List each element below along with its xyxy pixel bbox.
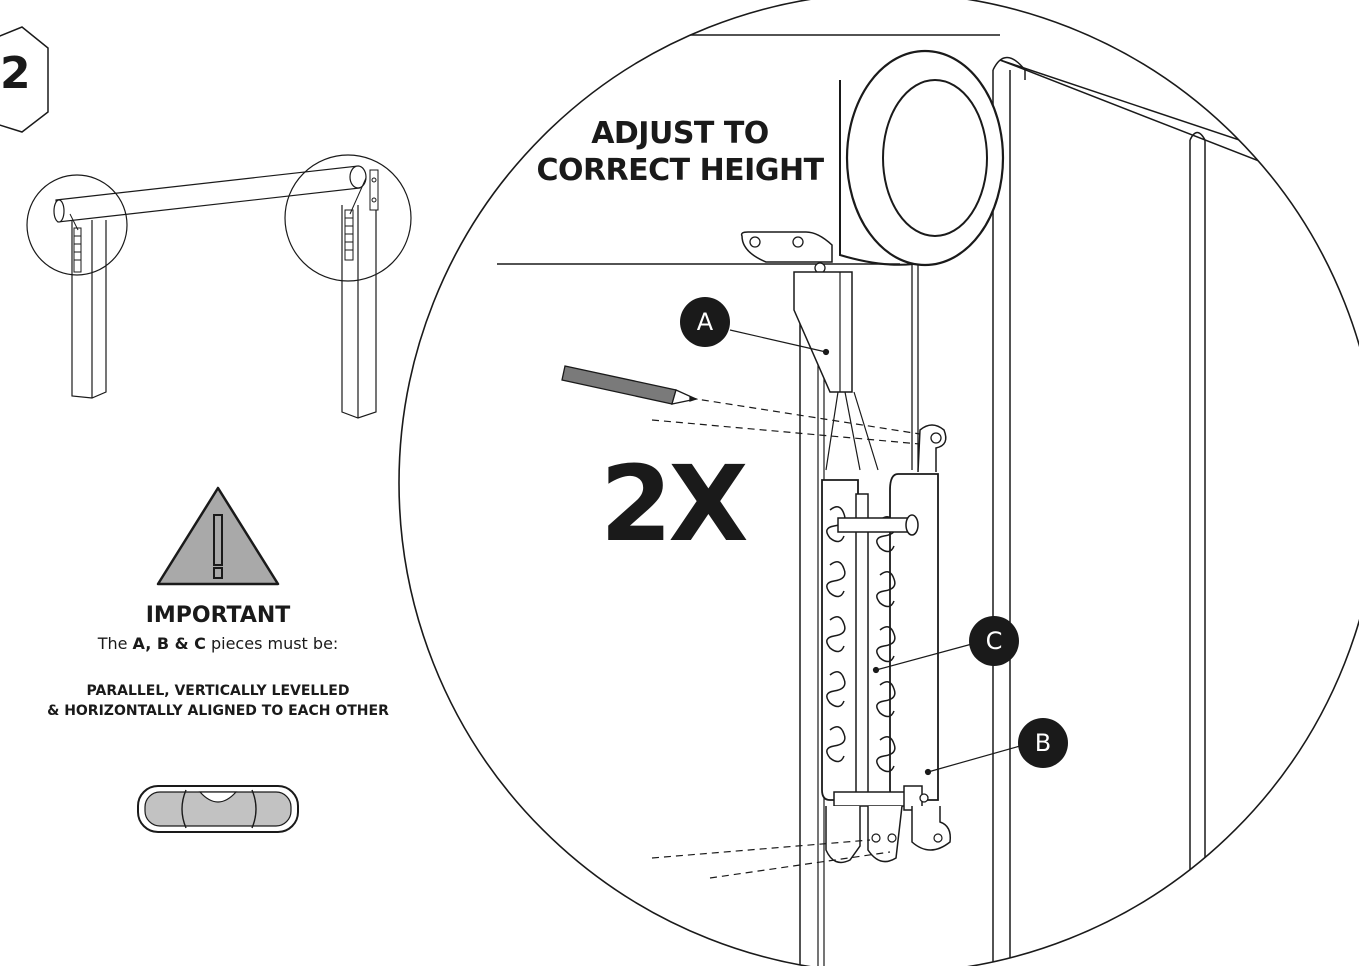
zoom-detail	[497, 34, 1359, 966]
adjust-height-caption: ADJUST TO CORRECT HEIGHT	[500, 115, 860, 189]
overview-assembly	[53, 165, 379, 419]
spirit-level-icon	[137, 785, 299, 833]
caption-line-1: ADJUST TO	[591, 116, 769, 151]
subtext-suffix: pieces must be:	[205, 634, 339, 653]
important-subtext: The A, B & C pieces must be:	[60, 634, 376, 654]
callout-a-circle	[680, 297, 730, 347]
warning-triangle-icon	[156, 486, 280, 586]
zoom-circle-outline	[398, 0, 1359, 966]
pencil-icon	[561, 365, 699, 405]
important-heading: IMPORTANT	[145, 603, 291, 628]
requirement-line-2: & HORIZONTALLY ALIGNED TO EACH OTHER	[47, 703, 389, 719]
callout-b-circle	[1018, 718, 1068, 768]
step-badge	[0, 26, 49, 133]
quantity-label: 2X	[600, 443, 749, 565]
callout-leaders	[729, 329, 1021, 776]
callout-c-circle	[969, 616, 1019, 666]
requirement-line-1: PARALLEL, VERTICALLY LEVELLED	[86, 683, 350, 699]
detail-circle-left	[26, 174, 128, 276]
pieces-list: A, B & C	[132, 634, 206, 653]
callout-b-label: B	[1034, 729, 1052, 757]
callout-a-label: A	[696, 308, 714, 336]
detail-circle-right	[284, 154, 412, 282]
step-number: 2	[0, 48, 31, 99]
callout-c-label: C	[985, 627, 1003, 655]
subtext-prefix: The	[97, 634, 133, 653]
caption-line-2: CORRECT HEIGHT	[536, 153, 824, 188]
